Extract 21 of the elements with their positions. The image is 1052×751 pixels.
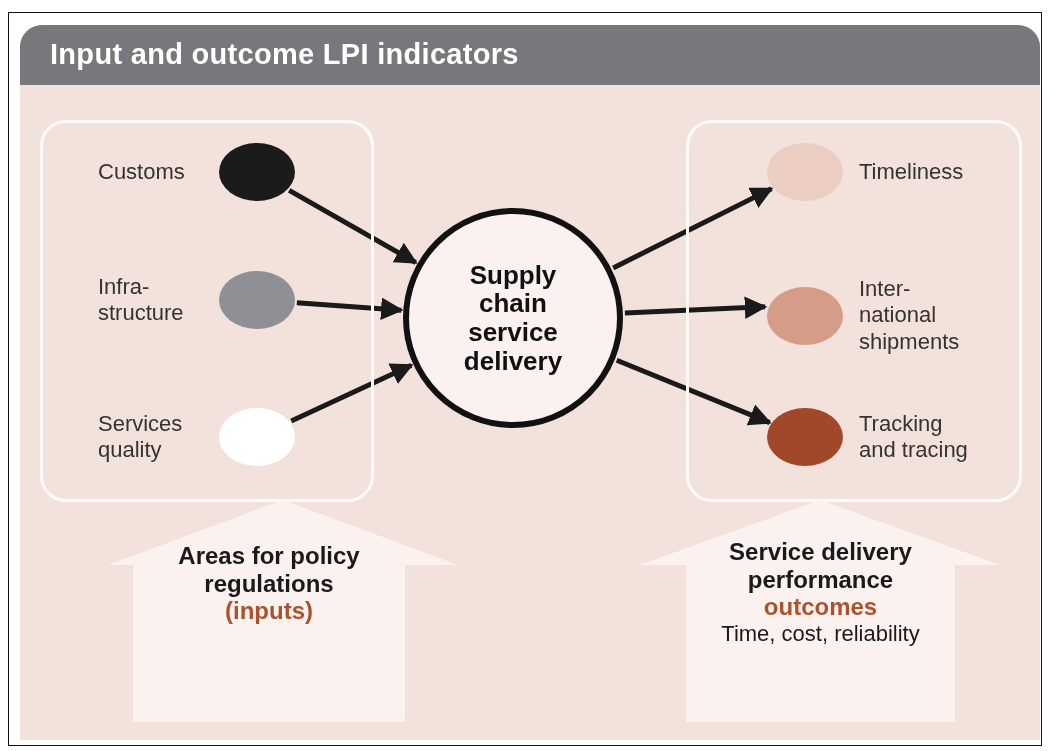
arrow — [615, 357, 772, 426]
arrow — [296, 297, 404, 320]
arrow-caption: Areas for policy regulations — [177, 542, 361, 598]
hub-label: Supply chain service delivery — [462, 260, 564, 376]
indicator-label: Services quality — [98, 410, 184, 464]
arrow — [287, 188, 418, 265]
arrow-caption: (inputs) — [225, 597, 313, 625]
group-panel — [686, 120, 1022, 502]
arrow — [612, 186, 774, 271]
arrow — [290, 362, 414, 424]
indicator-label: Inter- national shipments — [859, 276, 961, 356]
indicator-label: Timeliness — [859, 158, 965, 186]
indicator-label: Customs — [98, 158, 186, 186]
title: Input and outcome LPI indicators — [50, 38, 519, 71]
arrow — [624, 296, 768, 319]
indicator-label: Tracking and tracing — [859, 410, 969, 464]
group-panel — [40, 120, 374, 502]
arrow-caption: Time, cost, reliability — [721, 620, 920, 647]
indicator-label: Infra- structure — [98, 273, 185, 327]
arrow-caption: outcomes — [763, 593, 878, 621]
arrow-caption: Service delivery performance — [728, 538, 913, 594]
